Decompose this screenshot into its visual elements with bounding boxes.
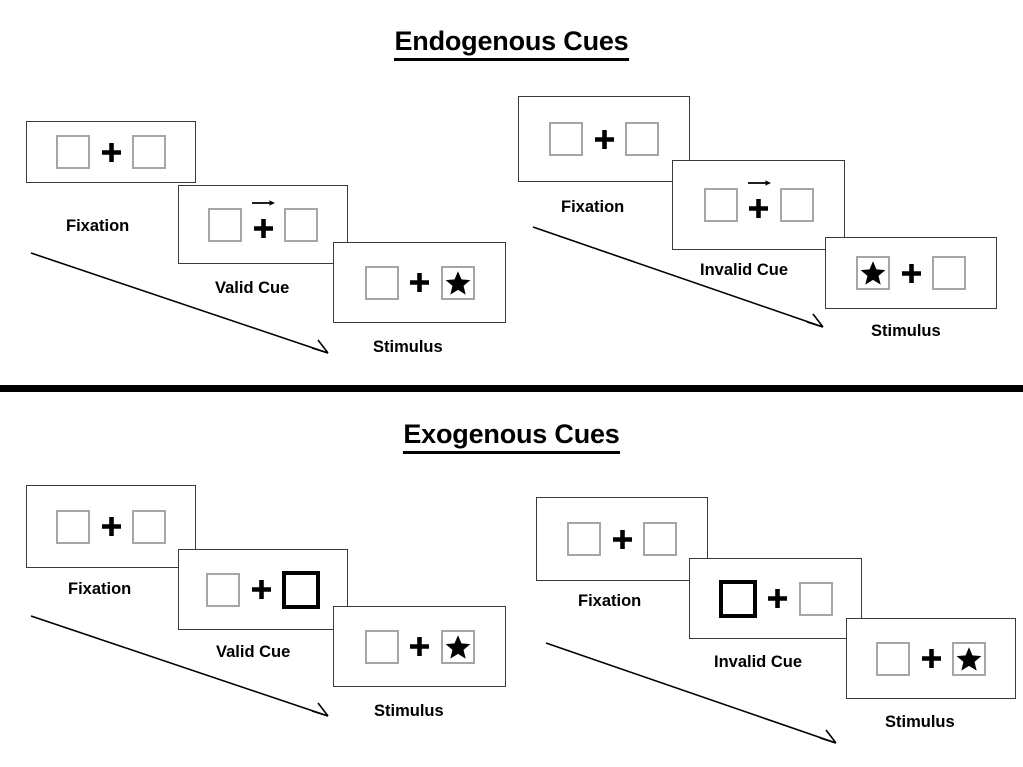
endogenous-invalid-frame-stimulus[interactable] [825, 237, 997, 309]
fixation-cross-icon [901, 263, 921, 283]
right-stimulus-box [779, 188, 814, 222]
right-stimulus-box [932, 256, 966, 290]
left-stimulus-box [206, 572, 240, 607]
center-cue-group [90, 503, 132, 551]
left-stimulus-box [876, 641, 910, 676]
exogenous-invalid-frame-stimulus[interactable] [846, 618, 1016, 699]
caption-endogenous-invalid-stimulus: Stimulus [871, 322, 941, 340]
exogenous-right-flow-arrow [545, 642, 837, 744]
right-stimulus-box [440, 629, 475, 664]
fixation-cross-icon [251, 580, 271, 599]
caption-endogenous-invalid-fixation: Fixation [561, 198, 625, 216]
left-stimulus-box-cued [718, 579, 757, 618]
caption-exogenous-invalid-stimulus: Stimulus [885, 713, 955, 731]
endogenous-left-flow-arrow [30, 252, 329, 354]
exogenous-valid-frame-stimulus[interactable] [333, 606, 506, 687]
right-stimulus-box [643, 522, 677, 556]
frame-content [179, 550, 347, 629]
right-stimulus-box [798, 581, 833, 616]
endogenous-section-title: Endogenous Cues [0, 26, 1023, 61]
caption-endogenous-valid-stimulus: Stimulus [373, 338, 443, 356]
frame-content [690, 559, 861, 638]
center-cue-group [910, 635, 952, 683]
caption-exogenous-valid-stimulus: Stimulus [374, 702, 444, 720]
caption-endogenous-invalid-cue: Invalid Cue [700, 261, 789, 279]
exogenous-valid-frame-fixation[interactable] [26, 485, 196, 568]
frame-content [27, 122, 195, 182]
caption-endogenous-valid-cue: Valid Cue [215, 279, 290, 297]
arrow-right-icon [252, 199, 276, 206]
right-stimulus-box [132, 509, 166, 544]
section-divider [0, 385, 1023, 392]
center-cue-group [757, 575, 799, 623]
left-stimulus-box [549, 122, 583, 156]
left-stimulus-box [364, 265, 399, 300]
fixation-cross-icon [594, 129, 614, 149]
right-stimulus-box [952, 641, 986, 676]
right-stimulus-box [625, 122, 659, 156]
frame-content [179, 186, 347, 263]
left-stimulus-box [856, 256, 890, 290]
right-stimulus-box [132, 135, 166, 169]
fixation-cross-icon [410, 273, 429, 292]
endogenous-title-text: Endogenous Cues [394, 26, 629, 61]
fixation-cross-icon [101, 517, 121, 536]
caption-exogenous-valid-fixation: Fixation [68, 580, 132, 598]
center-cue-group [738, 180, 780, 229]
left-stimulus-box [208, 207, 242, 242]
frame-content [519, 97, 689, 181]
center-cue-group [890, 249, 932, 297]
right-stimulus-box-cued [282, 570, 320, 609]
exogenous-title-text: Exogenous Cues [403, 419, 620, 454]
exogenous-section-title: Exogenous Cues [0, 419, 1023, 454]
frame-content [826, 238, 996, 308]
center-cue-group [601, 515, 643, 563]
star-icon [445, 270, 470, 295]
left-stimulus-box [56, 135, 90, 169]
left-stimulus-box [567, 522, 601, 556]
center-cue-group [583, 115, 625, 163]
center-cue-group [399, 259, 441, 307]
frame-content [334, 243, 505, 322]
center-cue-group [399, 623, 441, 671]
endogenous-valid-frame-cue[interactable] [178, 185, 348, 264]
exogenous-left-flow-arrow [30, 615, 329, 717]
frame-content [673, 161, 844, 249]
center-cue-group [240, 566, 282, 614]
left-stimulus-box [56, 509, 90, 544]
frame-content [334, 607, 505, 686]
star-icon [445, 634, 470, 659]
frame-content [847, 619, 1015, 698]
exogenous-invalid-frame-cue[interactable] [689, 558, 862, 639]
endogenous-valid-frame-stimulus[interactable] [333, 242, 506, 323]
left-stimulus-box [703, 188, 738, 222]
endogenous-invalid-frame-fixation[interactable] [518, 96, 690, 182]
fixation-cross-icon [253, 218, 273, 238]
exogenous-invalid-frame-fixation[interactable] [536, 497, 708, 581]
fixation-cross-icon [612, 529, 632, 549]
fixation-cross-icon [921, 649, 941, 668]
caption-exogenous-valid-cue: Valid Cue [216, 643, 291, 661]
left-stimulus-box [364, 629, 399, 664]
caption-exogenous-invalid-cue: Invalid Cue [714, 653, 803, 671]
endogenous-invalid-frame-cue[interactable] [672, 160, 845, 250]
frame-content [537, 498, 707, 580]
right-stimulus-box [440, 265, 475, 300]
frame-content [27, 486, 195, 567]
exogenous-valid-frame-cue[interactable] [178, 549, 348, 630]
fixation-cross-icon [768, 589, 787, 608]
caption-exogenous-invalid-fixation: Fixation [578, 592, 642, 610]
endogenous-right-flow-arrow [532, 226, 824, 328]
star-icon [956, 646, 982, 671]
arrow-right-icon [747, 180, 771, 186]
endogenous-valid-frame-fixation[interactable] [26, 121, 196, 183]
fixation-cross-icon [749, 199, 768, 218]
center-cue-group [242, 199, 284, 249]
center-cue-group [90, 128, 132, 176]
fixation-cross-icon [101, 142, 121, 162]
right-stimulus-box [284, 207, 318, 242]
star-icon [860, 261, 886, 285]
fixation-cross-icon [410, 637, 429, 656]
caption-endogenous-valid-fixation: Fixation [66, 217, 130, 235]
